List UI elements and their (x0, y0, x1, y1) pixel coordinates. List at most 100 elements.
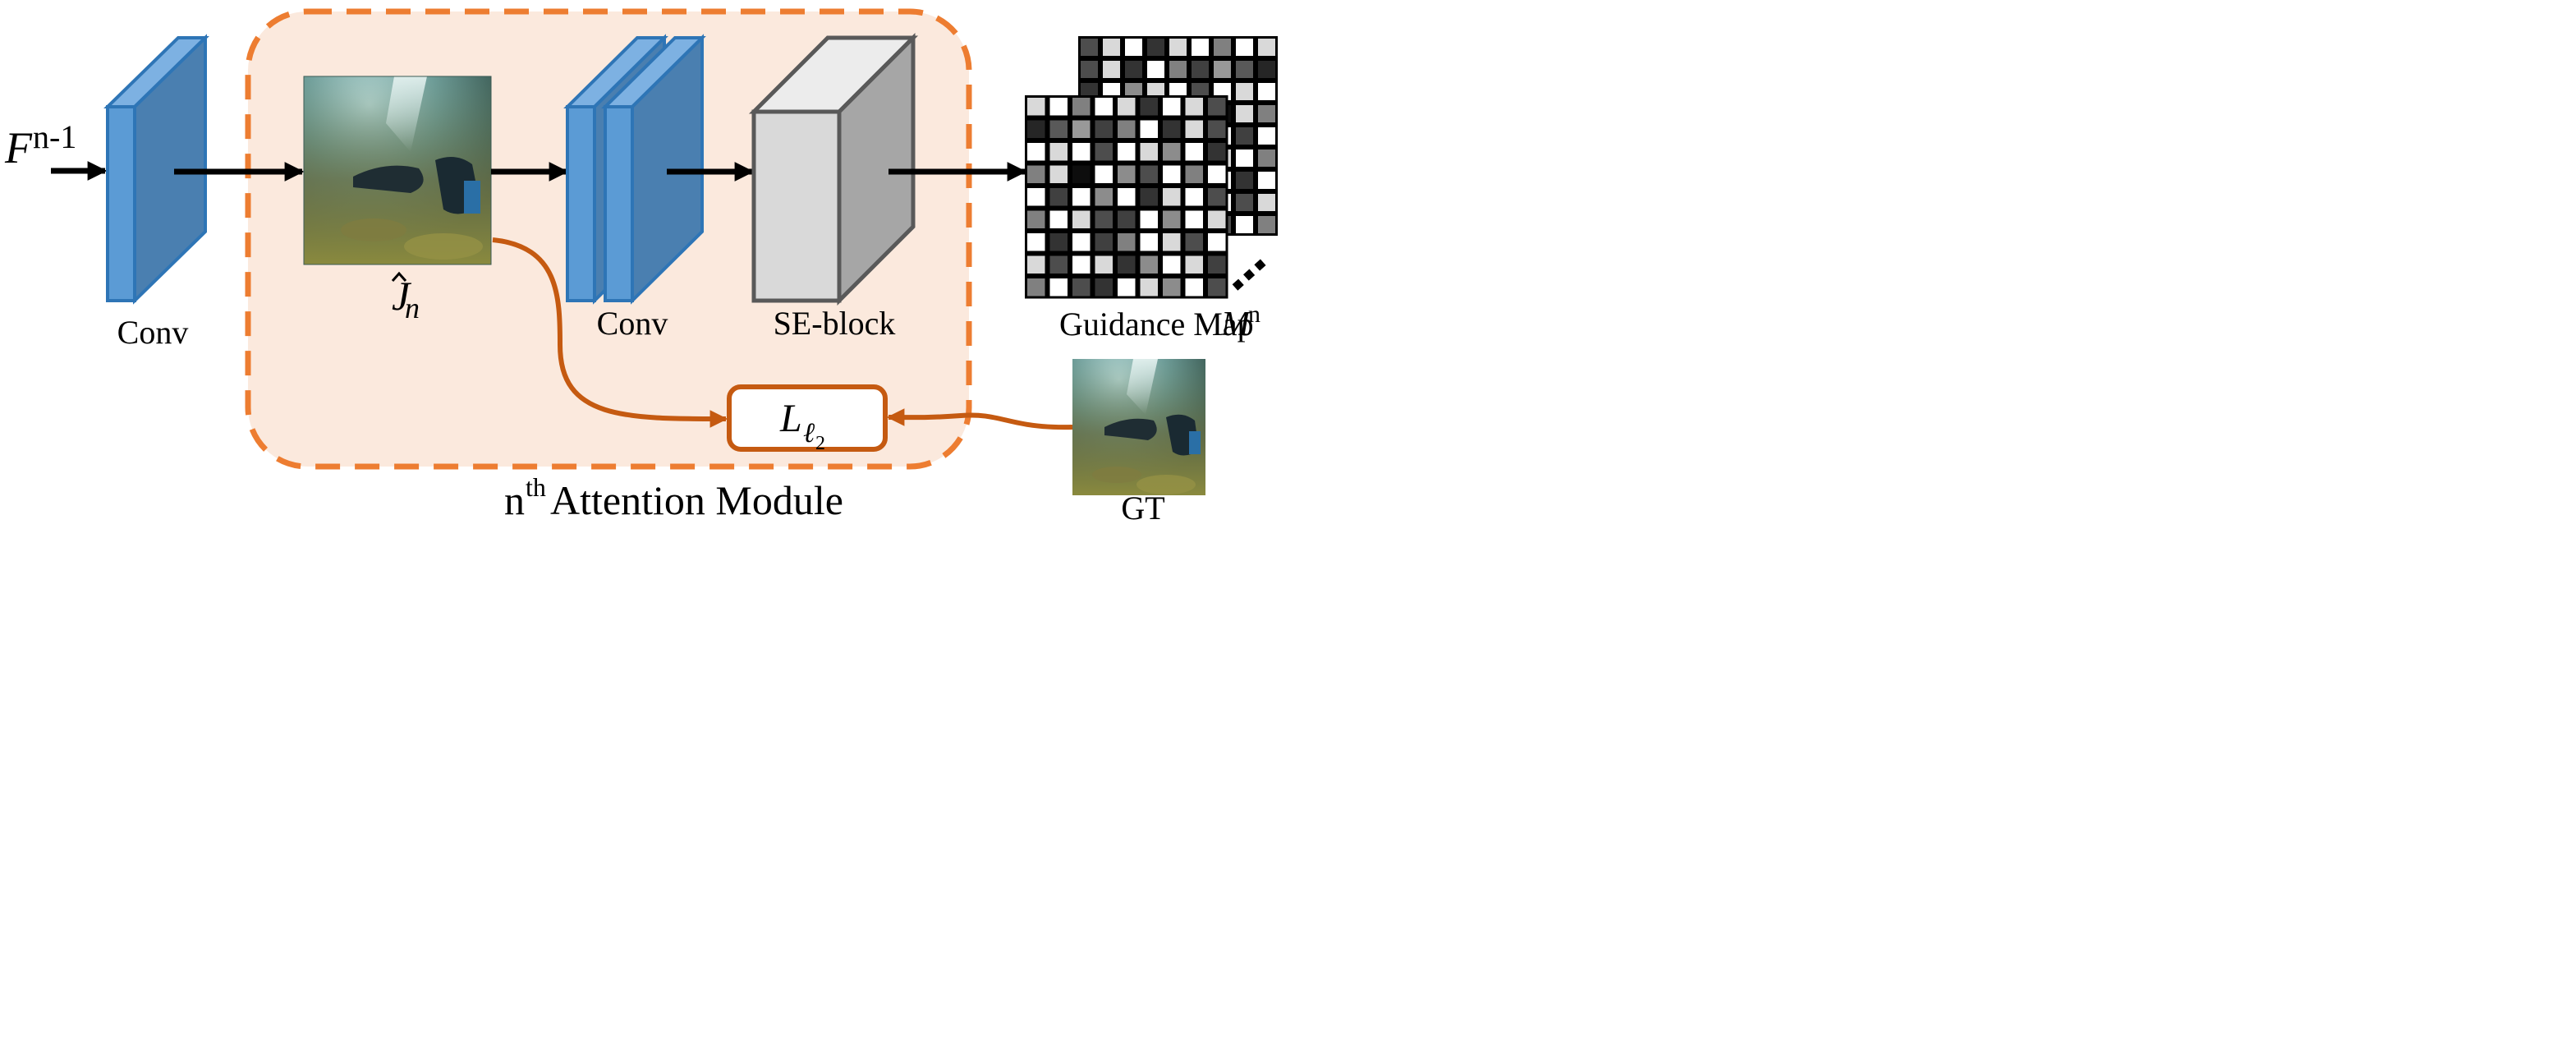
guidance-map-cell (1163, 255, 1181, 274)
guidance-map-cell (1163, 98, 1181, 116)
guidance-map-cell (1236, 39, 1253, 56)
guidance-map-cell (1095, 255, 1113, 274)
guidance-map-cell (1118, 188, 1136, 206)
guidance-map-cell (1236, 149, 1253, 167)
guidance-map-cell (1095, 165, 1113, 183)
loss-symbol: L (779, 397, 802, 440)
guidance-map-cell (1185, 120, 1203, 138)
guidance-map-cell (1095, 143, 1113, 161)
guidance-map-cell (1236, 61, 1253, 78)
guidance-map-cell (1208, 255, 1226, 274)
conv-left-label: Conv (117, 314, 189, 351)
guidance-map-cell (1185, 255, 1203, 274)
guidance-map-cell (1027, 278, 1045, 297)
guidance-map-cell (1140, 120, 1158, 138)
guidance-map-cell (1072, 210, 1091, 228)
guidance-map-cell (1208, 233, 1226, 251)
guidance-map-cell (1258, 149, 1275, 167)
guidance-map-superscript: n (1248, 301, 1260, 328)
guidance-map-cell (1214, 39, 1231, 56)
guidance-map-cell (1208, 165, 1226, 183)
guidance-map-cell (1208, 120, 1226, 138)
guidance-map-cell (1258, 216, 1275, 233)
guidance-map-cell (1236, 83, 1253, 100)
jhat-symbol: J (392, 273, 412, 319)
guidance-map-cell (1258, 172, 1275, 189)
guidance-map-cell (1185, 165, 1203, 183)
loss-subscript: ℓ (803, 418, 815, 448)
se-block (748, 32, 919, 306)
guidance-map-cell (1095, 98, 1113, 116)
guidance-map-cell (1118, 98, 1136, 116)
guidance-map-cell (1208, 278, 1226, 297)
guidance-map-cell (1208, 210, 1226, 228)
loss-label: L ℓ 2 (779, 397, 825, 454)
guidance-map-cell (1147, 39, 1164, 56)
guidance-map-cell (1236, 194, 1253, 211)
input-symbol: F (4, 123, 33, 172)
loss-box (727, 384, 888, 452)
guidance-map-cell (1140, 188, 1158, 206)
guidance-map-cell (1214, 61, 1231, 78)
guidance-map-cell (1072, 98, 1091, 116)
guidance-map-cell (1192, 39, 1209, 56)
conv-middle-label: Conv (597, 305, 668, 342)
guidance-map-cell (1258, 39, 1275, 56)
guidance-map-cell (1236, 105, 1253, 122)
guidance-map-cell (1118, 210, 1136, 228)
jhat-label: J n (391, 271, 420, 324)
jhat-hat-accent (391, 271, 407, 282)
guidance-map-cell (1103, 39, 1120, 56)
more-maps-ellipsis (1232, 255, 1271, 291)
guidance-map-cell (1072, 278, 1091, 297)
guidance-map-cell (1095, 188, 1113, 206)
guidance-map-cell (1208, 188, 1226, 206)
guidance-map-cell (1103, 61, 1120, 78)
guidance-map-cell (1185, 188, 1203, 206)
input-feature-label: F n-1 (4, 118, 76, 172)
guidance-map-cell (1185, 278, 1203, 297)
guidance-map-cell (1072, 188, 1091, 206)
guidance-map-cell (1169, 39, 1187, 56)
guidance-map-cell (1049, 188, 1068, 206)
guidance-map-cell (1027, 233, 1045, 251)
module-title-n: n (504, 477, 525, 523)
guidance-map-cell (1208, 98, 1226, 116)
guidance-map-cell (1049, 143, 1068, 161)
guidance-map-cell (1140, 233, 1158, 251)
guidance-map-cell (1118, 278, 1136, 297)
guidance-map-cell (1095, 278, 1113, 297)
guidance-map-cell (1163, 188, 1181, 206)
guidance-map-cell (1147, 61, 1164, 78)
guidance-map-text: Guidance Map (1059, 306, 1254, 343)
guidance-map-cell (1095, 210, 1113, 228)
guidance-map-cell (1185, 98, 1203, 116)
guidance-map-cell (1072, 120, 1091, 138)
guidance-map-cell (1163, 278, 1181, 297)
guidance-map-cell (1163, 120, 1181, 138)
guidance-map-cell (1049, 255, 1068, 274)
guidance-map-cell (1169, 61, 1187, 78)
guidance-map-cell (1049, 210, 1068, 228)
guidance-map-label: Guidance Map M n (1059, 301, 1260, 343)
guidance-map-cell (1140, 255, 1158, 274)
guidance-map-cell (1185, 233, 1203, 251)
guidance-map-cell (1027, 255, 1045, 274)
arrow-gt-to-loss (886, 408, 1073, 430)
conv-layer-left (103, 34, 209, 305)
guidance-map-cell (1118, 255, 1136, 274)
se-block-label: SE-block (774, 305, 896, 342)
guidance-map-cell (1258, 194, 1275, 211)
guidance-map-cell (1027, 165, 1045, 183)
guidance-map-cell (1027, 98, 1045, 116)
guidance-map-cell (1258, 105, 1275, 122)
guidance-map-cell (1185, 210, 1203, 228)
guidance-map-cell (1118, 165, 1136, 183)
guidance-map-cell (1125, 61, 1142, 78)
loss-subsubscript: 2 (815, 433, 825, 454)
arrow-jhat-to-loss (492, 237, 728, 428)
gt-label: GT (1121, 490, 1164, 526)
guidance-map-cell (1140, 210, 1158, 228)
guidance-map-cell (1208, 143, 1226, 161)
